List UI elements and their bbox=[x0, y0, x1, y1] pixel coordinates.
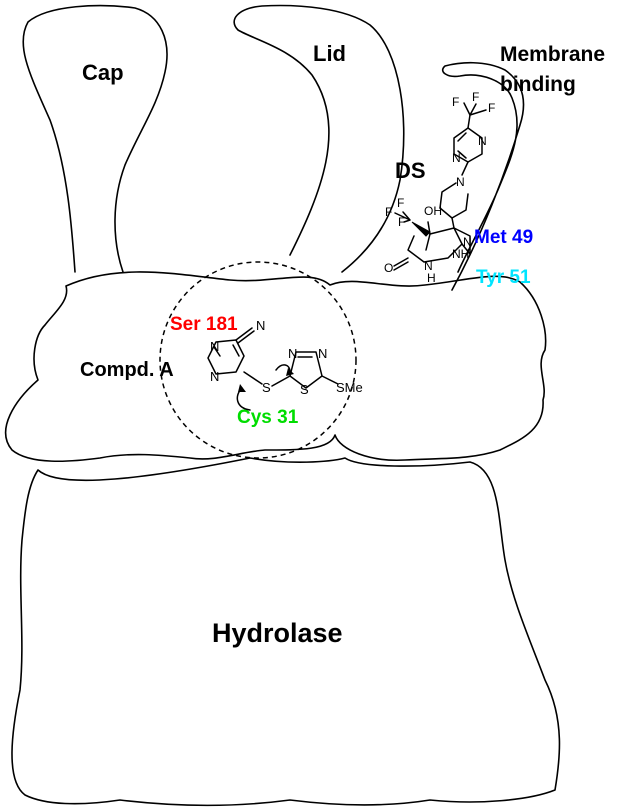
svg-text:F: F bbox=[488, 101, 495, 115]
svg-text:N: N bbox=[463, 235, 472, 249]
svg-text:N: N bbox=[288, 346, 297, 361]
hydrolase-domain-outline bbox=[11, 457, 561, 807]
membrane-label-line2: binding bbox=[500, 73, 576, 96]
svg-text:F: F bbox=[472, 90, 479, 104]
svg-text:F: F bbox=[398, 215, 405, 229]
svg-text:F: F bbox=[397, 196, 404, 210]
svg-text:H: H bbox=[427, 271, 436, 285]
lid-label: Lid bbox=[313, 41, 346, 66]
svg-text:F: F bbox=[452, 95, 459, 109]
svg-text:N: N bbox=[456, 175, 465, 189]
svg-text:F: F bbox=[385, 205, 392, 219]
cys31-label: Cys 31 bbox=[237, 407, 299, 428]
ser181-label: Ser 181 bbox=[170, 314, 238, 335]
svg-text:N: N bbox=[256, 318, 265, 333]
svg-text:N: N bbox=[478, 134, 487, 148]
active-site-circle bbox=[159, 261, 357, 459]
svg-text:OH: OH bbox=[424, 204, 442, 218]
cap-domain-outline bbox=[22, 4, 168, 273]
svg-text:SMe: SMe bbox=[336, 380, 363, 395]
membrane-binding-outline bbox=[441, 61, 525, 291]
met49-label: Met 49 bbox=[474, 227, 533, 248]
svg-text:NH: NH bbox=[452, 247, 469, 261]
central-domain-outline bbox=[4, 271, 547, 463]
ds-molecule: F F F N N N OH F F F N NH N H O bbox=[384, 90, 495, 285]
svg-text:S: S bbox=[300, 382, 309, 397]
cap-label: Cap bbox=[82, 60, 124, 85]
svg-text:N: N bbox=[424, 259, 433, 273]
svg-text:S: S bbox=[262, 380, 271, 395]
svg-text:N: N bbox=[318, 346, 327, 361]
compd-a-molecule: N N N S N N S SMe bbox=[207, 318, 363, 411]
compd-a-label: Compd. A bbox=[80, 359, 174, 381]
svg-text:N: N bbox=[452, 151, 461, 165]
lid-domain-outline bbox=[233, 4, 405, 273]
svg-text:N: N bbox=[210, 339, 219, 354]
hydrolase-label: Hydrolase bbox=[212, 618, 343, 648]
tyr51-label: Tyr 51 bbox=[476, 267, 531, 288]
membrane-label-line1: Membrane bbox=[500, 43, 605, 66]
svg-text:O: O bbox=[384, 261, 393, 275]
ds-label: DS bbox=[395, 158, 426, 183]
svg-text:N: N bbox=[210, 369, 219, 384]
